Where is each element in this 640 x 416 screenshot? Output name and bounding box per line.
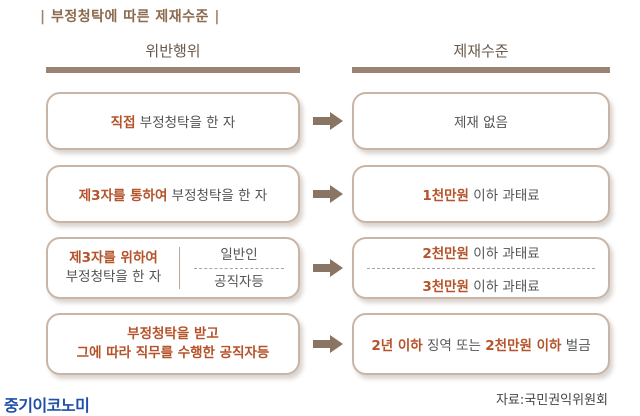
diagram-title: | 부정청탁에 따른 제재수준 |: [40, 6, 220, 26]
violation-line-2: 그에 따라 직무를 수행한 공직자등: [76, 345, 270, 361]
sanction-text: 제재 없음: [454, 115, 508, 131]
violation-highlight: 제3자를 위하여: [69, 250, 158, 266]
source-credit: 자료:국민권익위원회: [495, 393, 608, 408]
sanction-highlight: 2년 이하: [371, 338, 423, 354]
violation-highlight: 제3자를 통하여: [78, 188, 168, 204]
right-arrow-icon: [313, 185, 343, 203]
violation-box-official-performed: 부정청탁을 받고 그에 따라 직무를 수행한 공직자등: [46, 313, 300, 375]
right-arrow-icon: [313, 112, 343, 130]
header-rule-left: [46, 67, 300, 73]
title-text: 부정청탁에 따른 제재수준: [51, 9, 209, 25]
sanction-text: 이하 과태료: [468, 188, 540, 204]
title-bar-right: |: [214, 9, 220, 25]
column-header-sanction: 제재수준: [453, 42, 509, 60]
dashed-divider: [367, 267, 595, 269]
publisher-logo: 중기이코노미: [4, 396, 90, 415]
sanction-text: 징역 또는: [422, 338, 486, 354]
sanction-highlight: 1천만원: [422, 188, 469, 204]
title-bar-left: |: [40, 9, 46, 25]
header-rule-right: [352, 67, 610, 73]
violation-text: 부정청탁을 한 자: [135, 115, 236, 131]
right-arrow-icon: [313, 335, 343, 353]
sanction-highlight: 2천만원 이하: [485, 338, 562, 354]
sanction-box-fine-20m-30m: 2천만원 이하 과태료 3천만원 이하 과태료: [352, 237, 610, 299]
sanction-highlight: 3천만원: [422, 278, 469, 295]
sanction-text: 벌금: [561, 338, 591, 354]
sanction-box-fine-10m: 1천만원 이하 과태료: [352, 165, 610, 223]
subject-public-official: 공직자등: [214, 273, 264, 290]
sanction-text: 이하 과태료: [468, 278, 540, 295]
violation-text: 부정청탁을 한 자: [65, 269, 162, 285]
sanction-box-none: 제재 없음: [352, 92, 610, 150]
sanction-line-official: 3천만원 이하 과태료: [422, 275, 539, 295]
sanction-line-civilian: 2천만원 이하 과태료: [422, 242, 539, 262]
subject-civilian: 일반인: [220, 246, 258, 263]
violation-box-through-third-party: 제3자를 통하여 부정청탁을 한 자: [46, 165, 300, 223]
violation-text: 부정청탁을 한 자: [167, 188, 268, 204]
column-header-violation: 위반행위: [145, 42, 201, 60]
violation-highlight: 직접: [110, 115, 136, 131]
violation-subjects: 일반인 공직자등: [180, 246, 298, 291]
violation-box-for-third-party: 제3자를 위하여 부정청탁을 한 자 일반인 공직자등: [46, 237, 300, 299]
violation-box-direct: 직접 부정청탁을 한 자: [46, 92, 300, 150]
right-arrow-icon: [313, 259, 343, 277]
sanction-highlight: 2천만원: [422, 245, 469, 262]
sanction-box-prison-or-fine: 2년 이하 징역 또는 2천만원 이하 벌금: [352, 313, 610, 375]
violation-line-1: 부정청탁을 받고: [127, 326, 219, 342]
sanction-text: 이하 과태료: [468, 245, 540, 262]
dashed-divider: [194, 267, 284, 269]
violation-main: 제3자를 위하여 부정청탁을 한 자: [48, 247, 180, 289]
